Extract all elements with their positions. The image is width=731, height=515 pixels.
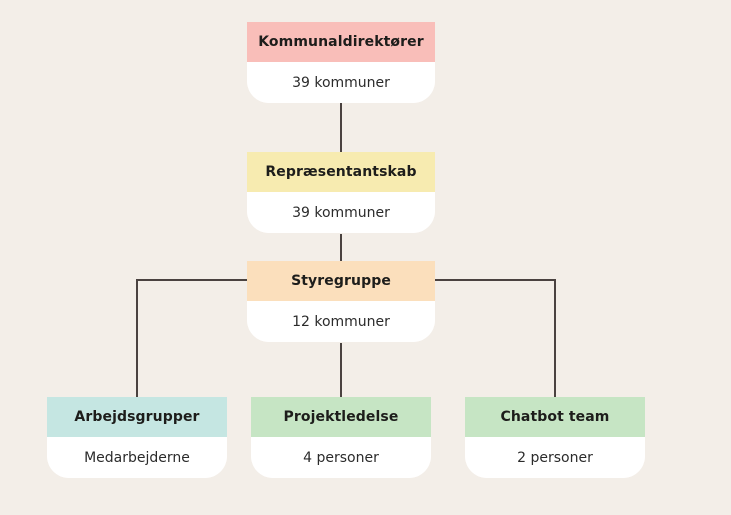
- connector-styregruppe-to-chatbot-team: [554, 279, 556, 398]
- org-node-title: Kommunaldirektører: [247, 22, 435, 62]
- org-node-title: Arbejdsgrupper: [47, 397, 227, 437]
- org-node-repraesentantskab[interactable]: Repræsentantskab 39 kommuner: [247, 152, 435, 233]
- org-node-styregruppe[interactable]: Styregruppe 12 kommuner: [247, 261, 435, 342]
- connector-repraesentantskab-to-styregruppe: [340, 234, 342, 262]
- connector-styregruppe-to-projektledelse: [340, 343, 342, 398]
- org-node-kommunaldirektorer[interactable]: Kommunaldirektører 39 kommuner: [247, 22, 435, 103]
- org-node-arbejdsgrupper[interactable]: Arbejdsgrupper Medarbejderne: [47, 397, 227, 478]
- org-node-projektledelse[interactable]: Projektledelse 4 personer: [251, 397, 431, 478]
- org-node-subtitle: 39 kommuner: [247, 62, 435, 103]
- org-node-subtitle: 39 kommuner: [247, 192, 435, 233]
- org-node-title: Repræsentantskab: [247, 152, 435, 192]
- org-node-subtitle: 4 personer: [251, 437, 431, 478]
- org-node-subtitle: 2 personer: [465, 437, 645, 478]
- org-node-subtitle: 12 kommuner: [247, 301, 435, 342]
- org-node-title: Chatbot team: [465, 397, 645, 437]
- org-node-title: Styregruppe: [247, 261, 435, 301]
- org-node-subtitle: Medarbejderne: [47, 437, 227, 478]
- connector-kommunaldirektorer-to-repraesentantskab: [340, 103, 342, 153]
- org-node-title: Projektledelse: [251, 397, 431, 437]
- org-node-chatbot-team[interactable]: Chatbot team 2 personer: [465, 397, 645, 478]
- connector-styregruppe-to-arbejdsgrupper: [136, 279, 138, 398]
